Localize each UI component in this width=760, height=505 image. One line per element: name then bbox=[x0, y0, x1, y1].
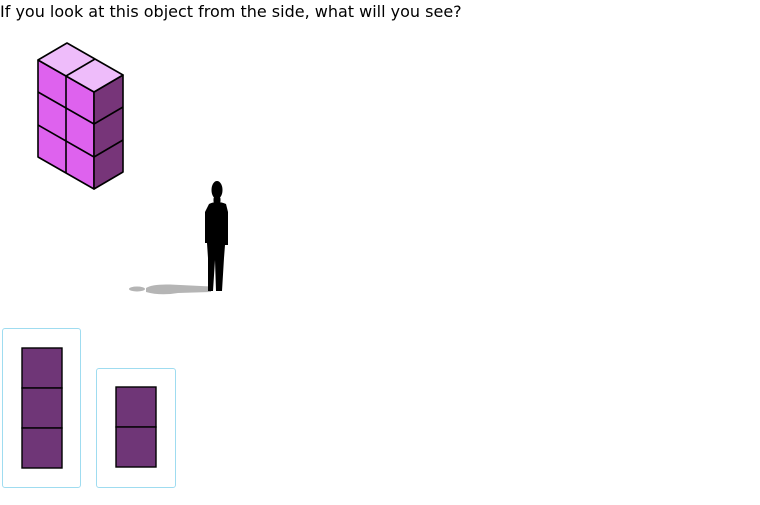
scene bbox=[37, 42, 228, 295]
answer-choice-a[interactable] bbox=[2, 328, 81, 488]
shadow-icon bbox=[129, 284, 211, 295]
stack-side-face bbox=[93, 74, 124, 190]
person-silhouette-icon bbox=[205, 181, 228, 291]
three-square-column-icon bbox=[21, 347, 63, 469]
cube-stack-icon bbox=[37, 42, 124, 190]
two-square-column-icon bbox=[115, 386, 157, 468]
question-text: If you look at this object from the side… bbox=[0, 2, 462, 21]
answer-choice-b[interactable] bbox=[96, 368, 176, 488]
